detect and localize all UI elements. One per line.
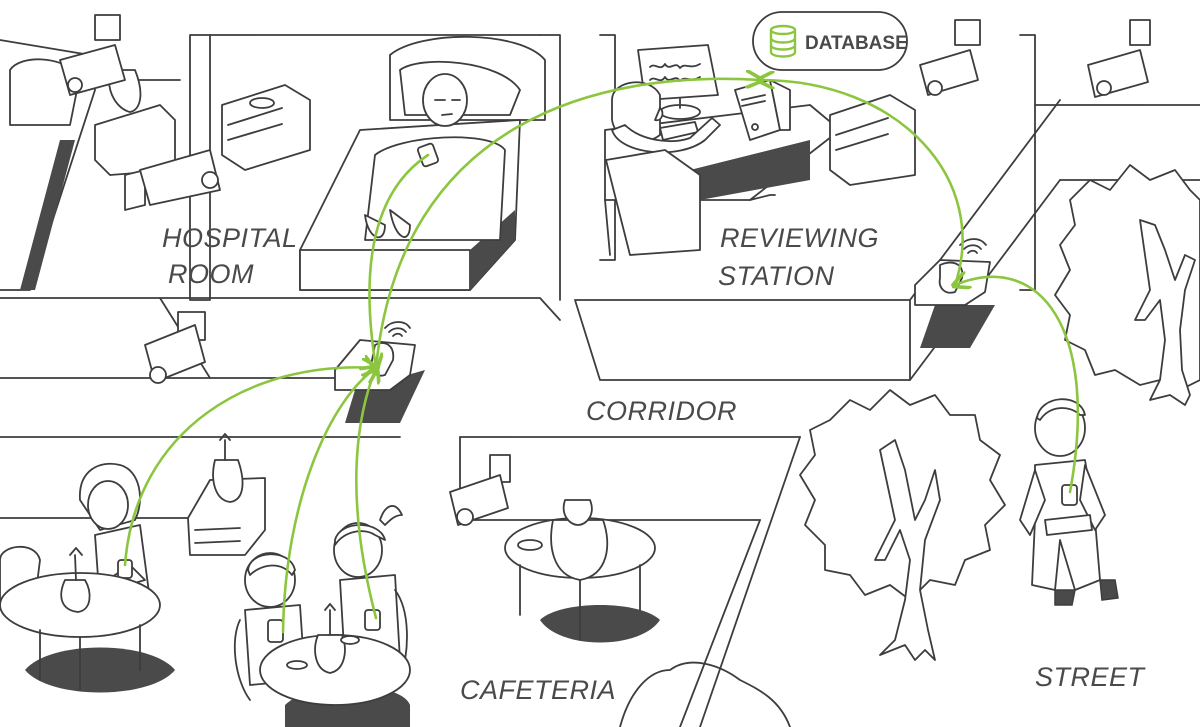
belt	[1044, 514, 1093, 536]
cafeteria-table	[0, 547, 175, 693]
cup	[517, 539, 543, 551]
label-cafeteria: CAFETERIA	[460, 675, 616, 705]
wall-line	[679, 519, 761, 727]
wearable-sensor	[267, 619, 284, 643]
label-reviewing-station-line1: REVIEWING	[720, 223, 879, 253]
drawer-lines	[227, 107, 283, 141]
cafeteria-table	[504, 499, 660, 643]
vase	[212, 459, 244, 503]
walker-person	[1019, 398, 1119, 606]
cup	[249, 97, 275, 109]
cup	[286, 660, 308, 670]
chair-back	[550, 519, 609, 581]
database-bubble: DATABASE	[752, 11, 908, 71]
security-camera	[144, 311, 206, 384]
wall-line	[699, 436, 801, 727]
foot	[389, 209, 411, 238]
label-street: STREET	[1035, 662, 1147, 692]
station-hub	[914, 238, 995, 348]
chair-back	[233, 619, 251, 701]
foot	[364, 214, 386, 239]
hospital-room	[0, 14, 546, 384]
flow-arrow-corridor-hub-to-server	[374, 79, 760, 370]
nightstand	[221, 84, 311, 171]
hospital-room-edge	[159, 297, 561, 321]
vase	[60, 579, 91, 613]
wall-partition	[1019, 34, 1036, 291]
security-camera	[59, 14, 126, 96]
street	[799, 164, 1200, 661]
tulip	[324, 603, 336, 636]
nightstand	[829, 94, 916, 186]
reviewer-person	[605, 81, 721, 256]
data-flow-arrows	[123, 79, 1080, 634]
label-hospital-room-line2: ROOM	[168, 259, 254, 289]
security-camera	[124, 149, 221, 211]
tulip	[69, 547, 83, 581]
reviewing-station-slab	[574, 299, 911, 381]
tulip	[219, 433, 231, 461]
flow-arrow-patient-bed-to-corridor-hub	[369, 153, 430, 368]
tree	[1054, 164, 1200, 406]
cafeteria-table	[259, 603, 411, 727]
wearable-sensor	[1061, 484, 1078, 506]
bed-shadow	[20, 140, 75, 290]
cafeteria	[0, 433, 791, 727]
flow-arrow-boy-cafeteria-to-corridor-hub	[281, 368, 376, 634]
corridor-hub	[334, 321, 425, 423]
flow-arrow-girl-cafeteria-to-corridor-hub	[355, 368, 376, 620]
vase	[562, 499, 593, 526]
tree	[619, 661, 791, 727]
room-labels: HOSPITAL ROOM REVIEWING STATION CORRIDOR…	[162, 223, 1147, 705]
database-label: DATABASE	[805, 33, 908, 54]
label-corridor: CORRIDOR	[586, 396, 737, 426]
database-icon	[769, 24, 797, 58]
reviewing-station	[604, 19, 1151, 256]
wifi-icon	[384, 321, 411, 337]
flow-arrow-walker-street-to-station-hub	[955, 277, 1080, 494]
pillow	[9, 58, 81, 126]
patient-bed	[299, 35, 546, 291]
cup	[340, 635, 360, 645]
label-hospital-room-line1: HOSPITAL	[162, 223, 298, 253]
wearable-sensor	[364, 609, 381, 631]
security-camera	[1087, 19, 1151, 98]
flow-arrow-station-hub-to-server	[760, 80, 964, 287]
security-camera	[449, 454, 511, 526]
security-camera	[919, 19, 981, 96]
tree	[799, 389, 1006, 661]
label-reviewing-station-line2: STATION	[718, 261, 835, 291]
wall-partition	[189, 34, 211, 301]
ponytail	[379, 505, 403, 526]
nightstand	[187, 477, 266, 556]
monitor	[637, 44, 719, 120]
flow-arrow-woman-cafeteria-to-corridor-hub	[123, 367, 376, 567]
wall-partition	[539, 34, 561, 301]
